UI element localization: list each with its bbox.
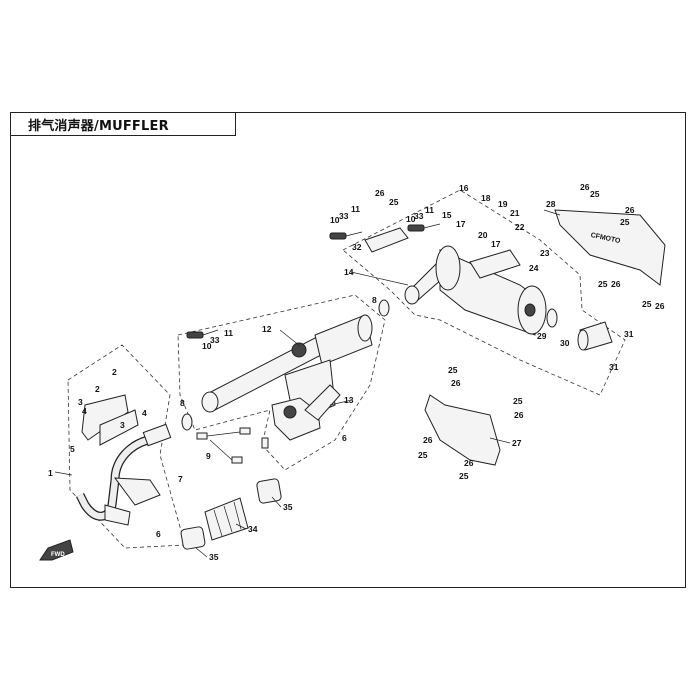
part-label-26f: 26 — [451, 378, 461, 388]
part-label-11c: 11 — [224, 328, 233, 338]
part-label-16: 16 — [459, 183, 469, 193]
part-label-15: 15 — [442, 210, 452, 220]
title-box — [10, 112, 236, 136]
part-label-33b: 33 — [414, 211, 424, 221]
part-label-3b: 3 — [120, 420, 125, 430]
part-label-31b: 31 — [609, 362, 619, 372]
part-label-2a: 2 — [95, 384, 100, 394]
spring-set-upper-left — [329, 231, 363, 240]
part-label-26i: 26 — [464, 458, 474, 468]
part-label-35b: 35 — [209, 552, 219, 562]
part-label-17b: 17 — [491, 239, 501, 249]
part-label-11b: 11 — [425, 205, 434, 215]
part-label-35a: 35 — [283, 502, 293, 512]
diagram-frame — [10, 112, 686, 588]
part-label-10b: 10 — [406, 214, 416, 224]
part-label-18: 18 — [481, 193, 491, 203]
part-label-26c: 26 — [625, 205, 635, 215]
part-label-26d: 26 — [611, 279, 621, 289]
part-label-4a: 4 — [142, 408, 147, 418]
part-label-26g: 26 — [514, 410, 524, 420]
part-label-14: 14 — [344, 267, 354, 277]
part-label-10c: 10 — [202, 341, 212, 351]
part-label-27: 27 — [512, 438, 522, 448]
part-label-25e: 25 — [642, 299, 652, 309]
spring-set-mid-left — [186, 329, 219, 339]
part-label-10a: 10 — [330, 215, 340, 225]
part-label-25d: 25 — [598, 279, 608, 289]
part-label-19: 19 — [498, 199, 508, 209]
part-label-31a: 31 — [624, 329, 634, 339]
part-label-6b: 6 — [156, 529, 161, 539]
tail-pipe — [546, 308, 613, 351]
fwd-arrow: FWD — [39, 539, 74, 561]
part-label-8a: 8 — [180, 398, 185, 408]
ring-35-top — [256, 478, 282, 504]
group-outline-muffler — [342, 189, 626, 396]
part-label-30: 30 — [560, 338, 570, 348]
part-label-4b: 4 — [82, 406, 87, 416]
bracket-13 — [271, 384, 341, 441]
front-exhaust-pipe — [75, 394, 172, 526]
part-label-26h: 26 — [423, 435, 433, 445]
ring-35-bottom — [180, 526, 206, 550]
part-label-33a: 33 — [339, 211, 349, 221]
part-label-22: 22 — [515, 222, 525, 232]
gasket-front — [181, 413, 193, 431]
part-label-7: 7 — [178, 474, 183, 484]
spring-set-upper-mid — [407, 223, 441, 232]
part-label-26e: 26 — [655, 301, 665, 311]
part-label-3a: 3 — [78, 397, 83, 407]
page-title: 排气消声器/MUFFLER — [28, 119, 169, 134]
part-label-20: 20 — [478, 230, 488, 240]
part-label-26a: 26 — [375, 188, 385, 198]
heat-shield-32 — [364, 227, 409, 253]
part-label-11a: 11 — [351, 204, 360, 214]
muffler-body — [404, 245, 547, 336]
part-label-1: 1 — [48, 468, 53, 478]
part-label-25f: 25 — [448, 365, 458, 375]
part-label-34: 34 — [248, 524, 258, 534]
part-label-21: 21 — [510, 208, 520, 218]
part-label-25g: 25 — [513, 396, 523, 406]
pad-34 — [204, 497, 249, 541]
part-label-2b: 2 — [112, 367, 117, 377]
part-label-32: 32 — [352, 242, 362, 252]
part-label-5: 5 — [70, 444, 75, 454]
part-label-26b: 26 — [580, 182, 590, 192]
oxygen-sensor — [196, 427, 269, 464]
muffler-heat-shield: CFMOTO — [554, 209, 666, 286]
gasket-mid — [378, 299, 390, 317]
part-label-25i: 25 — [459, 471, 469, 481]
part-label-29: 29 — [537, 331, 547, 341]
heat-shield-27 — [424, 394, 501, 466]
part-label-25c: 25 — [620, 217, 630, 227]
part-label-17a: 17 — [456, 219, 466, 229]
part-label-24: 24 — [529, 263, 539, 273]
part-label-13: 13 — [344, 395, 354, 405]
part-label-25b: 25 — [590, 189, 600, 199]
part-label-9: 9 — [206, 451, 211, 461]
part-label-25a: 25 — [389, 197, 399, 207]
part-label-6a: 6 — [342, 433, 347, 443]
part-label-12: 12 — [262, 324, 272, 334]
part-label-8b: 8 — [372, 295, 377, 305]
part-label-25h: 25 — [418, 450, 428, 460]
part-label-33c: 33 — [210, 335, 220, 345]
fwd-label: FWD — [51, 552, 65, 558]
part-label-28: 28 — [546, 199, 556, 209]
part-label-23: 23 — [540, 248, 550, 258]
